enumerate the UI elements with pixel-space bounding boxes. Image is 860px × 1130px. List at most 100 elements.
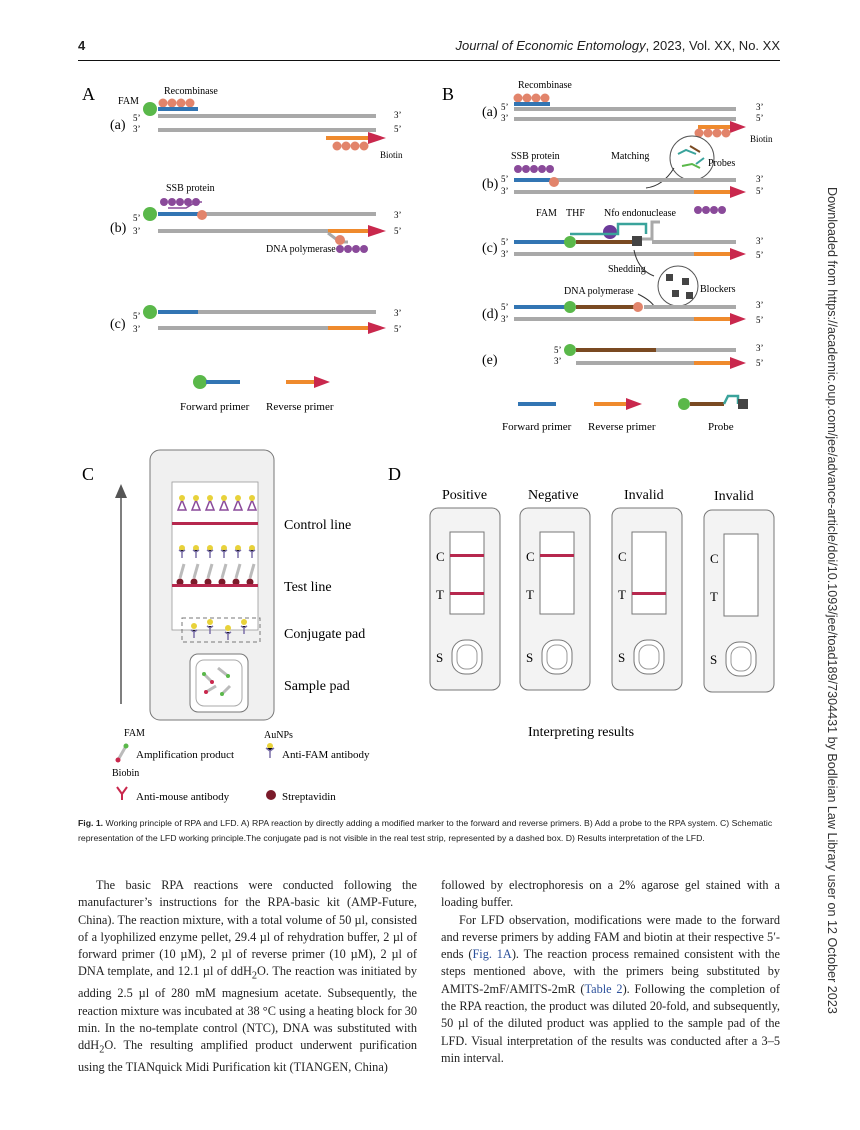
end-label: 5’: [394, 124, 402, 134]
c-control-line-label: Control line: [284, 518, 351, 533]
t-label: T: [710, 589, 718, 604]
panel-d: D Positive C T S Negative C T S: [388, 464, 775, 740]
b-legend-forward: Forward primer: [502, 421, 572, 433]
journal-volume: , 2023, Vol. XX, No. XX: [645, 38, 780, 53]
a-row-a-label: (a): [110, 118, 126, 133]
s-label: S: [526, 650, 533, 665]
end-label: 5’: [133, 113, 141, 123]
c-label: C: [618, 549, 627, 564]
a-row-c-label: (c): [110, 317, 126, 332]
paragraph-text: O. The resulting amplified product under…: [78, 1038, 417, 1074]
dna-strand: [656, 348, 736, 352]
dna-strand: [514, 117, 736, 121]
header-rule: [78, 60, 780, 61]
recombinase-cluster: [158, 98, 195, 108]
figure-link[interactable]: Fig. 1A: [472, 947, 512, 962]
a-biotin-label: Biotin: [380, 150, 403, 160]
t-label: T: [436, 587, 444, 602]
b-row-e-label: (e): [482, 353, 498, 368]
end-label: 5’: [756, 186, 764, 196]
dna-strand: [198, 212, 376, 216]
c-test-line-label: Test line: [284, 580, 332, 595]
a-legend-reverse: Reverse primer: [266, 401, 334, 413]
c-anti-fam-label: Anti-FAM antibody: [282, 749, 370, 761]
d-result-label: Invalid: [624, 488, 664, 503]
c-label: C: [436, 549, 445, 564]
end-label: 5’: [756, 250, 764, 260]
end-label: 5’: [501, 102, 509, 112]
dna-strand: [514, 317, 694, 321]
b-fam-label: FAM: [536, 208, 557, 219]
anti-fam-icon: [265, 747, 275, 758]
figure-caption: Fig. 1. Working principle of RPA and LFD…: [78, 816, 780, 846]
legend-forward-primer-icon: [518, 402, 556, 406]
panel-c: C Control line Test line Conjugate pad S…: [82, 449, 370, 803]
body-column-left: The basic RPA reactions were conducted f…: [78, 877, 417, 1076]
a-polymerase-label: DNA polymerase: [266, 244, 336, 255]
panel-label-d: D: [388, 464, 401, 484]
end-label: 3’: [133, 226, 141, 236]
legend-reverse-primer-icon: [286, 380, 316, 384]
b-shedding-label: Shedding: [608, 264, 646, 275]
dna-strand: [158, 229, 328, 233]
s-label: S: [710, 652, 717, 667]
c-label: C: [710, 551, 719, 566]
paragraph: followed by electrophoresis on a 2% agar…: [441, 878, 780, 910]
end-label: 5’: [133, 213, 141, 223]
end-label: 3’: [133, 324, 141, 334]
b-row-b-label: (b): [482, 177, 499, 192]
b-ssb-label: SSB protein: [511, 151, 560, 162]
cassette-invalid-1: Invalid C T S: [611, 488, 683, 691]
b-legend-probe: Probe: [708, 421, 734, 433]
caption-label: Fig. 1.: [78, 818, 104, 828]
c-amplification-label: Amplification product: [136, 749, 234, 761]
end-label: 3’: [756, 102, 764, 112]
legend-forward-primer-icon: [193, 375, 207, 389]
panel-label-a: A: [82, 84, 95, 104]
c-anti-mouse-label: Anti-mouse antibody: [136, 791, 230, 803]
end-label: 3’: [756, 343, 764, 353]
end-label: 5’: [756, 315, 764, 325]
end-label: 3’: [394, 210, 402, 220]
end-label: 5’: [394, 226, 402, 236]
dna-strand: [198, 310, 376, 314]
cassette-invalid-2: Invalid C T S: [703, 489, 775, 693]
b-row-c-label: (c): [482, 241, 498, 256]
end-label: 3’: [501, 314, 509, 324]
b-recombinase-label: Recombinase: [518, 80, 572, 91]
test-line: [172, 584, 258, 587]
panel-a: A FAM Recombinase (a) 5’ 3’ 3’ 5’ Biotin…: [82, 84, 403, 413]
end-label: 5’: [501, 174, 509, 184]
end-label: 3’: [756, 174, 764, 184]
control-line: [172, 522, 258, 525]
blockers-circle: [657, 265, 699, 307]
legend-reverse-primer-icon: [594, 402, 628, 406]
dna-strand: [644, 305, 736, 309]
c-biotin-label: Biobin: [112, 768, 139, 779]
t-line-mark: [632, 592, 666, 595]
dna-strand: [576, 361, 694, 365]
paragraph-text: For LFD observation, modifications were …: [441, 912, 780, 962]
b-row-d-label: (d): [482, 307, 499, 322]
end-label: 3’: [501, 113, 509, 123]
journal-name: Journal of Economic Entomology: [455, 38, 646, 53]
c-aunps-label: AuNPs: [264, 730, 293, 741]
table-link[interactable]: Table 2: [584, 981, 623, 996]
end-label: 3’: [554, 356, 562, 366]
dna-strand: [158, 326, 328, 330]
journal-citation: Journal of Economic Entomology, 2023, Vo…: [456, 38, 780, 53]
subscript: 2: [99, 1044, 105, 1056]
c-line-mark: [450, 554, 484, 557]
end-label: 5’: [501, 237, 509, 247]
panel-label-c: C: [82, 464, 94, 484]
end-label: 5’: [133, 311, 141, 321]
dna-strand: [550, 178, 736, 182]
figure-1: A FAM Recombinase (a) 5’ 3’ 3’ 5’ Biotin…: [82, 80, 775, 803]
flow-direction-arrow: [115, 484, 127, 498]
running-header: 4 Journal of Economic Entomology, 2023, …: [78, 38, 780, 58]
dna-strand: [652, 240, 736, 244]
c-conjugate-pad-label: Conjugate pad: [284, 627, 365, 642]
biotin-arrow: [368, 132, 386, 144]
download-watermark: Downloaded from https://academic.oup.com…: [822, 187, 856, 1014]
end-label: 5’: [501, 302, 509, 312]
